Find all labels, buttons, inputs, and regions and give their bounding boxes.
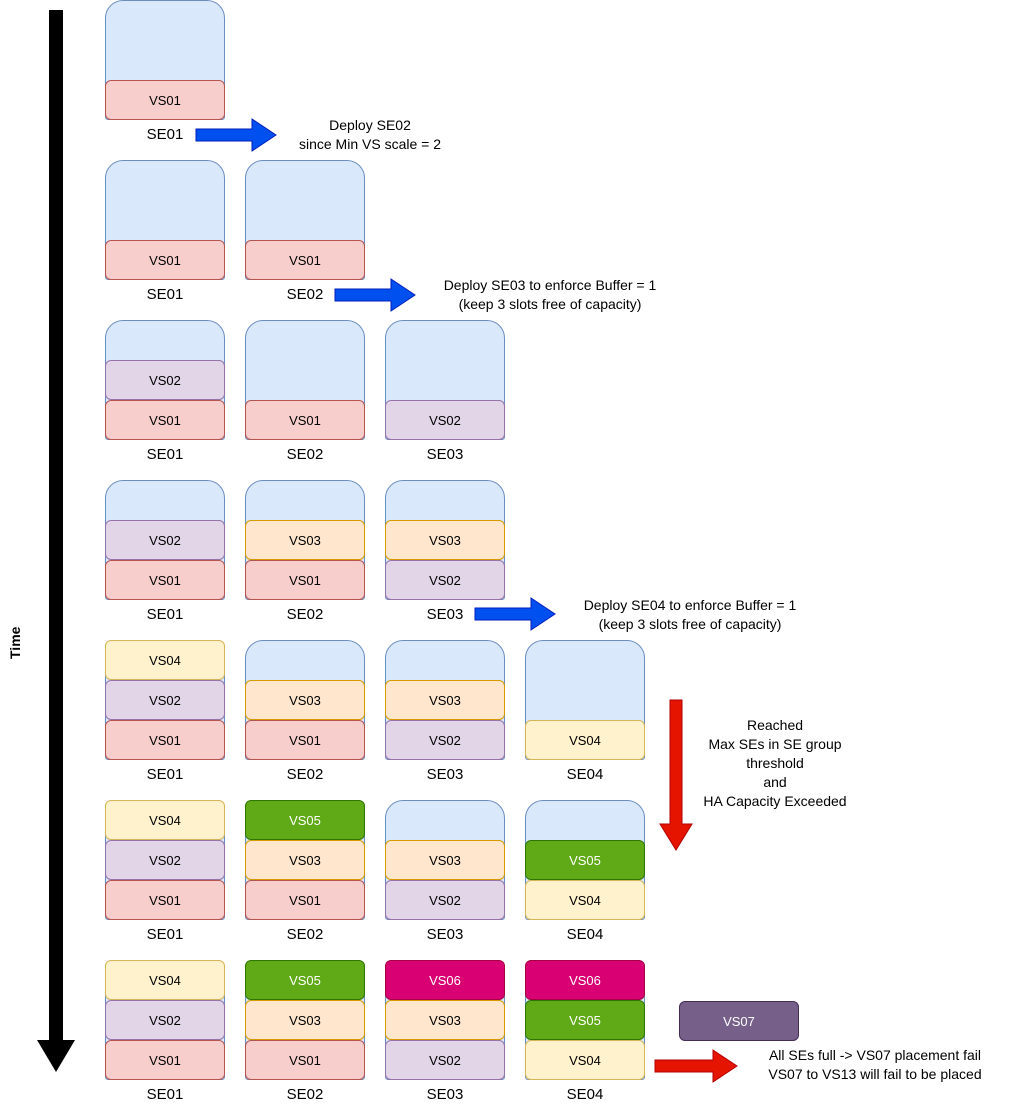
vs-block: VS01 [245, 400, 365, 440]
note-line: since Min VS scale = 2 [298, 136, 441, 152]
vs-block: VS02 [385, 720, 505, 760]
vs-block: VS04 [525, 1040, 645, 1080]
note-line: Deploy SE02 [329, 117, 411, 133]
arrow-max-ses-reached [659, 699, 693, 851]
note-line: Max SEs in SE group [708, 736, 842, 752]
vs-block: VS01 [105, 80, 225, 120]
note-deploy-se04: Deploy SE04 to enforce Buffer = 1 (keep … [560, 596, 820, 634]
vs-block: VS03 [245, 840, 365, 880]
se-label: SE01 [146, 606, 184, 623]
vs-block: VS01 [105, 240, 225, 280]
se-label: SE03 [426, 446, 464, 463]
vs-block: VS01 [245, 560, 365, 600]
se-label: SE02 [286, 286, 324, 303]
se-label: SE01 [146, 1086, 184, 1103]
vs-block: VS03 [385, 840, 505, 880]
note-line: Deploy SE03 to enforce Buffer = 1 [443, 277, 657, 293]
se-label: SE03 [426, 1086, 464, 1103]
vs-block: VS02 [385, 880, 505, 920]
note-line: Deploy SE04 to enforce Buffer = 1 [583, 597, 797, 613]
vs-block: VS04 [105, 640, 225, 680]
note-line: VS07 to VS13 will fail to be placed [768, 1066, 982, 1082]
vs-block: VS02 [105, 840, 225, 880]
vs-block: VS05 [525, 1000, 645, 1040]
vs-block: VS02 [105, 360, 225, 400]
se-label: SE01 [146, 286, 184, 303]
vs-block: VS01 [105, 880, 225, 920]
vs-block: VS01 [245, 880, 365, 920]
arrow-deploy-se03 [334, 278, 416, 312]
note-max-ses-reached: Reached Max SEs in SE group threshold an… [680, 716, 870, 811]
se-label: SE04 [566, 766, 604, 783]
note-line: Reached [746, 717, 804, 733]
note-deploy-se03: Deploy SE03 to enforce Buffer = 1 (keep … [420, 276, 680, 314]
se-label: SE04 [566, 926, 604, 943]
se-label: SE02 [286, 766, 324, 783]
se-label: SE02 [286, 606, 324, 623]
se-label: SE03 [426, 606, 464, 623]
vs-block: VS03 [245, 680, 365, 720]
vs-block: VS02 [385, 560, 505, 600]
vs-block: VS06 [385, 960, 505, 1000]
vs-block: VS01 [105, 560, 225, 600]
vs-block: VS01 [245, 240, 365, 280]
se-label: SE02 [286, 926, 324, 943]
vs-block: VS02 [105, 520, 225, 560]
se-label: SE02 [286, 446, 324, 463]
note-line: HA Capacity Exceeded [703, 793, 847, 809]
vs-block: VS03 [385, 520, 505, 560]
vs-block: VS01 [105, 1040, 225, 1080]
se-label: SE01 [146, 446, 184, 463]
note-line: (keep 3 slots free of capacity) [598, 616, 782, 632]
vs-block: VS02 [105, 1000, 225, 1040]
vs-block: VS06 [525, 960, 645, 1000]
vs-block: VS03 [245, 1000, 365, 1040]
se-label: SE04 [566, 1086, 604, 1103]
vs-block: VS03 [385, 1000, 505, 1040]
time-axis-label: Time [7, 626, 23, 659]
note-line: All SEs full -> VS07 placement fail [768, 1047, 982, 1063]
arrow-deploy-se02 [195, 118, 277, 152]
vs-block: VS01 [105, 720, 225, 760]
se-label: SE01 [146, 126, 184, 143]
se-label: SE02 [286, 1086, 324, 1103]
note-line: threshold [746, 755, 804, 771]
se-label: SE03 [426, 926, 464, 943]
note-deploy-se02: Deploy SE02 since Min VS scale = 2 [290, 116, 450, 154]
vs-block: VS04 [105, 800, 225, 840]
vs-block: VS05 [525, 840, 645, 880]
vs-block: VS04 [525, 880, 645, 920]
se-label: SE01 [146, 926, 184, 943]
vs-block: VS03 [245, 520, 365, 560]
vs-block: VS02 [105, 680, 225, 720]
arrow-deploy-se04 [474, 597, 556, 631]
note-placement-fail: All SEs full -> VS07 placement fail VS07… [747, 1046, 1003, 1084]
vs-block: VS03 [385, 680, 505, 720]
vs-block: VS01 [105, 400, 225, 440]
note-line: and [763, 774, 787, 790]
vs-block: VS05 [245, 800, 365, 840]
vs-block: VS04 [525, 720, 645, 760]
arrow-placement-fail [654, 1049, 738, 1083]
vs-block: VS01 [245, 720, 365, 760]
se-label: SE03 [426, 766, 464, 783]
vs-block: VS02 [385, 1040, 505, 1080]
vs-block: VS02 [385, 400, 505, 440]
vs-block: VS05 [245, 960, 365, 1000]
time-axis-arrow [37, 10, 75, 1072]
note-line: (keep 3 slots free of capacity) [458, 296, 642, 312]
se-label: SE01 [146, 766, 184, 783]
vs-block: VS01 [245, 1040, 365, 1080]
vs-block: VS04 [105, 960, 225, 1000]
pending-vs-block: VS07 [679, 1001, 799, 1041]
